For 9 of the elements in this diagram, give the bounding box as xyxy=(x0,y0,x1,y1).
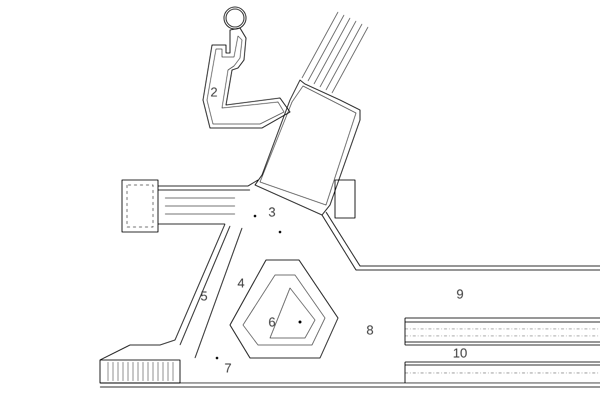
callout-number: 9 xyxy=(457,289,463,299)
callout-number: 6 xyxy=(269,317,276,327)
callout-number: 4 xyxy=(238,278,244,288)
callout-number: 2 xyxy=(211,87,217,97)
callout-number: 5 xyxy=(200,291,208,301)
callout-number: 7 xyxy=(225,364,231,372)
callout-number: 3 xyxy=(268,207,276,217)
callout-number: 8 xyxy=(366,325,374,335)
callout-number: 10 xyxy=(454,348,467,358)
